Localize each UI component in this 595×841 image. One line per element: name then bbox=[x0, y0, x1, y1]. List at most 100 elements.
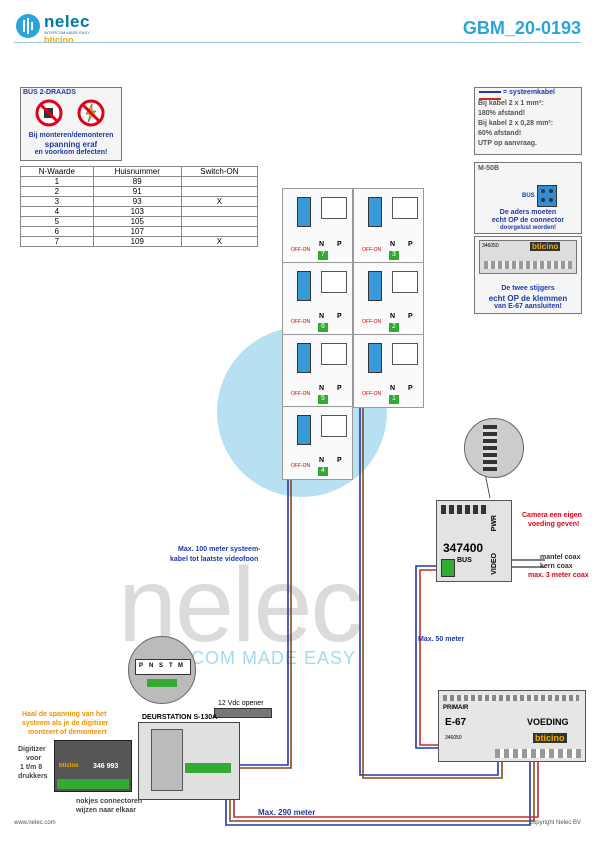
document-id: GBM_20-0193 bbox=[462, 18, 581, 38]
unit-label-p: P bbox=[337, 385, 342, 392]
main-trunk bbox=[225, 760, 539, 826]
psu-note-box: 346050 bticino De twee stijgers echt OP … bbox=[474, 236, 582, 314]
coax-label-1: mantel coax bbox=[540, 554, 581, 561]
bus-box-title: BUS 2-DRAADS bbox=[23, 89, 76, 96]
psu-small-terminals bbox=[484, 261, 572, 269]
system-cable-swatch bbox=[479, 91, 501, 100]
door-opener-device bbox=[214, 708, 272, 718]
unit-n-value: 1 bbox=[389, 395, 399, 404]
unit-terminal-block bbox=[368, 197, 382, 227]
videophone-unit: OFF-ON N P 6 bbox=[282, 262, 353, 336]
legend-line-2: 180% afstand! bbox=[478, 110, 526, 117]
door-station-title: DEURSTATION S-130A bbox=[142, 714, 218, 721]
unit-screen bbox=[321, 343, 347, 365]
door-terminal-zoom: P N S T M bbox=[128, 636, 196, 704]
unit-n-value: 2 bbox=[389, 323, 399, 332]
unit-screen bbox=[321, 197, 347, 219]
nokjes-note-1: nokjes connectoren bbox=[76, 798, 143, 805]
unit-label-n: N bbox=[390, 313, 396, 320]
unit-terminal-block bbox=[297, 343, 311, 373]
unit-label-n: N bbox=[319, 457, 325, 464]
psu-note-1: De twee stijgers bbox=[501, 285, 555, 292]
unit-switch: OFF-ON bbox=[291, 247, 311, 253]
m50b-title: M-50B bbox=[478, 165, 500, 172]
unit-label-p: P bbox=[337, 457, 342, 464]
table-cell: X bbox=[180, 236, 259, 247]
distance-100-label-1: Max. 100 meter systeem- bbox=[178, 546, 261, 553]
unit-label-n: N bbox=[319, 313, 325, 320]
unit-label-p: P bbox=[408, 385, 413, 392]
door-zoom-strip: P N S T M bbox=[135, 659, 191, 675]
unit-switch: OFF-ON bbox=[362, 319, 382, 325]
unit-label-n: N bbox=[390, 385, 396, 392]
digitizer-label-1: Digitizer bbox=[18, 746, 46, 753]
voltage-warning-1: Haal de spanning van het bbox=[22, 711, 107, 718]
psu-small-code: 346050 bbox=[482, 243, 499, 249]
psu-code: 346050 bbox=[445, 735, 462, 741]
m50b-box: M-50B BUS De aders moeten echt OP de con… bbox=[474, 162, 582, 234]
footer-copyright: Copyright Nelec BV bbox=[528, 820, 581, 826]
distance-100-label-2: kabel tot laatste videofoon bbox=[170, 556, 259, 563]
unit-terminal-block bbox=[297, 271, 311, 301]
psu-brand: bticino bbox=[533, 733, 567, 743]
psu-note-3: van E-67 aansluiten! bbox=[494, 303, 562, 310]
m50b-note-1: De aders moeten bbox=[499, 209, 557, 216]
unit-n-value: 7 bbox=[318, 251, 328, 260]
videophone-unit: OFF-ON N P 3 bbox=[353, 188, 424, 264]
brand-tagline: INTERCOM MADE EASY bbox=[44, 30, 90, 35]
voltage-warning-2: systeem als je de digitizer bbox=[22, 720, 109, 727]
videophone-unit: OFF-ON N P 7 bbox=[282, 188, 353, 264]
terminal-t: T bbox=[169, 663, 173, 669]
unit-screen bbox=[321, 271, 347, 293]
psu-note-2: echt OP de klemmen bbox=[488, 294, 568, 303]
footer-website: www.nelec.com bbox=[14, 820, 56, 826]
voltage-warning-3: monteert of demonteert bbox=[28, 729, 107, 736]
bus-box-warning-3: en voorkom defecten! bbox=[34, 149, 108, 156]
coax-label-2: kern coax bbox=[540, 563, 573, 570]
brand-name: nelec bbox=[44, 12, 90, 31]
unit-label-n: N bbox=[319, 385, 325, 392]
unit-switch: OFF-ON bbox=[291, 463, 311, 469]
nelec-logo-icon bbox=[16, 14, 40, 38]
bus-warning-box: BUS 2-DRAADS Bij monteren/demonteren spa… bbox=[20, 87, 122, 161]
unit-switch: OFF-ON bbox=[362, 391, 382, 397]
videophone-grid: OFF-ON N P 7 OFF-ON N P 3 OFF-ON N P 6 O… bbox=[282, 188, 424, 480]
module-top-terminals bbox=[441, 505, 489, 514]
distance-50-label: Max. 50 meter bbox=[418, 636, 465, 643]
unit-screen bbox=[392, 271, 418, 293]
m50b-note-3: doorgelust worden! bbox=[500, 225, 556, 231]
terminal-p: P bbox=[139, 663, 144, 669]
door-zoom-green bbox=[147, 679, 177, 687]
unit-label-p: P bbox=[337, 241, 342, 248]
videophone-unit: OFF-ON N P 2 bbox=[353, 262, 424, 336]
module-code: 347400 bbox=[443, 541, 484, 555]
psu-small-brand: bticino bbox=[530, 242, 561, 251]
unit-n-value: 5 bbox=[318, 395, 328, 404]
psu-model: E-67 bbox=[445, 717, 467, 728]
digitizer-label-3: 1 t/m 8 bbox=[20, 764, 43, 771]
module-347400: PWR 347400 BUS VIDEO bbox=[436, 500, 512, 582]
nokjes-note-2: wijzen naar elkaar bbox=[76, 807, 136, 814]
unit-n-value: 3 bbox=[389, 251, 399, 260]
unit-switch: OFF-ON bbox=[291, 319, 311, 325]
module-pwr: PWR bbox=[491, 515, 498, 532]
videophone-unit: OFF-ON N P 1 bbox=[353, 334, 424, 408]
brand-partner: bticino bbox=[44, 35, 74, 45]
terminal-m: M bbox=[178, 663, 183, 669]
psu-top-terminals bbox=[443, 695, 579, 701]
unit-terminal-block bbox=[368, 271, 382, 301]
module-bus: BUS bbox=[457, 557, 472, 564]
videophone-unit: OFF-ON N P 5 bbox=[282, 334, 353, 408]
cable-legend-box: = systeemkabel Bij kabel 2 x 1 mm²: 180%… bbox=[474, 87, 582, 155]
unit-label-p: P bbox=[337, 313, 342, 320]
header-divider bbox=[14, 42, 581, 43]
zoom-terminal-strip bbox=[483, 425, 497, 471]
psu-small-device: 346050 bticino bbox=[479, 240, 577, 274]
unit-n-value: 6 bbox=[318, 323, 328, 332]
unit-label-n: N bbox=[319, 241, 325, 248]
terminal-n: N bbox=[149, 663, 154, 669]
unit-screen bbox=[321, 415, 347, 437]
unit-switch: OFF-ON bbox=[291, 391, 311, 397]
